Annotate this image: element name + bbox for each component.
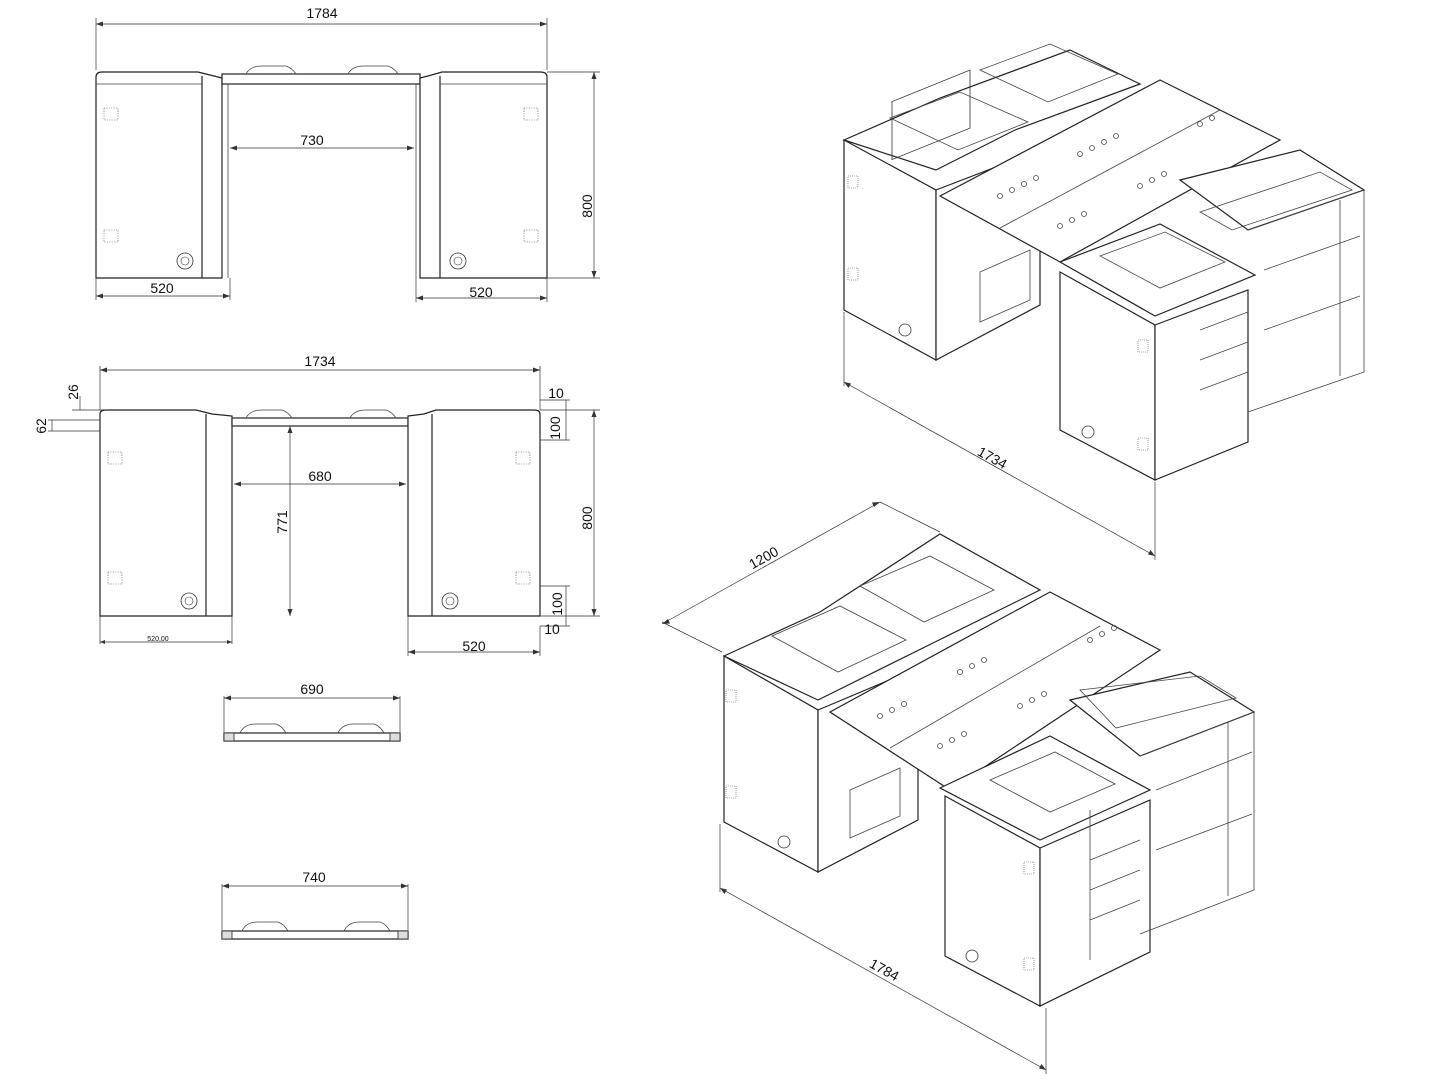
logo-emblem-icon: [777, 835, 791, 849]
logo-emblem-icon: [1081, 425, 1095, 439]
dim-height: 800: [579, 194, 595, 218]
dim-inner-height: 771: [274, 510, 290, 534]
dim-left-width: 520: [150, 280, 174, 296]
logo-emblem-icon: [441, 592, 459, 610]
dim-top-offset: 26: [65, 384, 81, 400]
perforation-holes: [877, 625, 1117, 749]
isometric-view-bottom: 1200 1784: [661, 501, 1256, 1074]
dim-right-width-2: 520: [462, 638, 486, 654]
logo-emblem-icon: [965, 949, 979, 963]
dim-shelf-740: 740: [302, 869, 326, 885]
logo-emblem-icon: [449, 252, 467, 270]
dim-top-band: 100: [547, 416, 563, 440]
dim-bottom-band: 100: [549, 592, 565, 616]
dim-iso-length: 1734: [975, 443, 1010, 472]
logo-emblem-icon: [898, 323, 912, 337]
logo-emblem-icon: [180, 592, 198, 610]
dim-iso-depth: 1200: [746, 543, 781, 572]
shelf-690: 690: [223, 681, 401, 742]
dim-top-step: 10: [548, 385, 564, 401]
dim-gap-width: 730: [300, 132, 324, 148]
dim-bottom-step: 10: [544, 621, 560, 637]
shelf-740: 740: [221, 869, 409, 940]
dim-overall-width-2: 1734: [304, 353, 335, 369]
logo-emblem-icon: [176, 252, 194, 270]
dim-gap-width-2: 680: [308, 468, 332, 484]
dim-lip: 62: [33, 418, 49, 434]
dim-overall-width: 1784: [306, 5, 337, 21]
front-view-1: 1784 730 800: [95, 5, 600, 302]
dim-left-width-2: 520,00: [147, 636, 169, 643]
isometric-view-top: 1734: [842, 43, 1366, 560]
dim-right-width: 520: [469, 284, 493, 300]
perforation-holes: [997, 115, 1215, 229]
dim-shelf-690: 690: [300, 681, 324, 697]
dim-height-2: 800: [579, 506, 595, 530]
left-cabinet-vent-top: [103, 107, 119, 121]
front-view-2: 1734 26 62 680 771: [33, 353, 600, 656]
